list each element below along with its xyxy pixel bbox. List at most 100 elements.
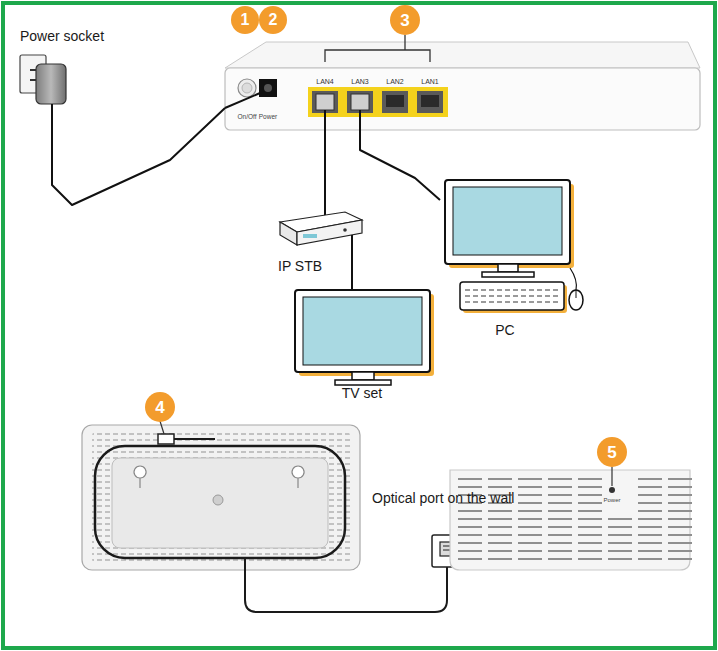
router-front-drawing-part: [608, 534, 632, 536]
power-socket-drawing-part: [30, 69, 36, 71]
router-front-drawing-part: [518, 518, 542, 520]
router-bottom-drawing-part: [160, 421, 164, 434]
cable-connector: [351, 277, 353, 285]
pc-drawing-part: [453, 187, 562, 255]
pc-drawing-part: [569, 290, 583, 310]
router-front-drawing-part: [668, 558, 692, 560]
pc-drawing-part: [482, 272, 534, 277]
callout-bracket-part: [325, 50, 430, 62]
router-rear-drawing-part: [225, 93, 260, 108]
router-front-drawing-part: [638, 542, 662, 544]
router-front-drawing-part: [458, 478, 482, 480]
router-front-drawing-part: [638, 486, 662, 488]
router-front-drawing-part: [458, 518, 482, 520]
router-front-drawing-part: [548, 518, 572, 520]
router-rear-drawing-part: [351, 94, 369, 110]
router-rear-drawing-part: [324, 110, 326, 130]
router-front-drawing-part: [668, 542, 692, 544]
set-top-box-drawing-part: [343, 228, 347, 232]
callout-bracket-part: [404, 35, 405, 50]
router-front-drawing-part: [638, 558, 662, 560]
router-front-drawing-part: [608, 558, 632, 560]
callout-circles-part: [145, 392, 175, 422]
router-rear-drawing-part: [421, 95, 439, 107]
router-front-drawing-part: [548, 542, 572, 544]
tv-set-drawing: [295, 285, 434, 385]
cable-connector: [360, 130, 440, 200]
router-front-drawing-part: [458, 510, 482, 512]
callout-circles-part: [259, 6, 287, 34]
router-front-drawing-part: [548, 510, 572, 512]
router-front-drawing-part: [548, 502, 572, 504]
router-bottom-drawing-part: [95, 446, 345, 558]
router-front-drawing-part: [608, 542, 632, 544]
router-front-drawing-part: [488, 558, 512, 560]
router-front-drawing-part: [578, 494, 602, 496]
tv-set-drawing-part: [335, 380, 391, 385]
router-front-drawing-part: [548, 486, 572, 488]
router-front-drawing-part: [458, 534, 482, 536]
cable-connector: [52, 108, 225, 205]
set-top-box-drawing-part: [280, 222, 297, 245]
router-front-drawing-part: [578, 486, 602, 488]
router-front-drawing-part: [518, 526, 542, 528]
set-top-box-drawing-part: [303, 234, 317, 238]
router-rear-drawing: [225, 42, 700, 130]
router-front-drawing-part: [458, 526, 482, 528]
router-front-drawing-part: [518, 478, 542, 480]
router-rear-drawing-part: [312, 91, 338, 113]
set-top-box-drawing-part: [324, 205, 326, 216]
power-socket-drawing: [20, 55, 66, 118]
callout-bracket: [325, 35, 430, 62]
router-bottom-drawing-part: [82, 425, 360, 570]
callout-number: 5: [607, 444, 616, 461]
port-label: LAN2: [386, 78, 404, 86]
router-front-drawing-part: [638, 502, 662, 504]
router-rear-drawing-part: [386, 95, 404, 107]
device-label: Power socket: [20, 28, 104, 44]
router-bottom-drawing: [82, 421, 447, 612]
router-front-drawing-part: [518, 510, 542, 512]
router-front-drawing-part: [668, 534, 692, 536]
router-front-drawing-part: [611, 467, 612, 486]
pc-drawing-part: [576, 290, 577, 298]
router-front-drawing-part: [608, 518, 632, 520]
router-rear-panel: On/OffPowerLAN4LAN3LAN2LAN1: [225, 68, 700, 130]
router-front-drawing-part: [668, 518, 692, 520]
pc-drawing-part: [570, 268, 576, 290]
router-rear-drawing-part: [238, 79, 256, 97]
power-socket-drawing-part: [30, 79, 36, 81]
port-label: Power: [259, 113, 277, 120]
callout-number: 3: [400, 12, 409, 29]
router-front-drawing-part: [450, 470, 690, 570]
router-front-drawing-part: [548, 558, 572, 560]
router-rear-drawing-part: [225, 42, 700, 68]
device-label: PC: [495, 322, 514, 338]
router-rear-drawing-part: [417, 91, 443, 113]
device-label: Optical port on the wall: [372, 490, 514, 506]
router-front-drawing-part: [578, 502, 602, 504]
cable-connector: [324, 130, 326, 205]
router-rear-drawing-part: [316, 94, 334, 110]
router-front-drawing-part: [488, 534, 512, 536]
router-rear-drawing-part: [242, 83, 252, 93]
device-label: IP STB: [278, 258, 322, 274]
router-front-drawing-part: [488, 526, 512, 528]
router-front-drawing-part: [518, 502, 542, 504]
callout-number: 1: [241, 12, 250, 28]
port-label: LAN1: [421, 78, 439, 86]
callout-circles-part: [390, 5, 420, 35]
router-front-drawing-part: [488, 510, 512, 512]
tv-set: TV set: [290, 285, 435, 410]
router-front-drawing-part: [668, 486, 692, 488]
router-bottom-drawing-part: [158, 434, 174, 444]
router-bottom-drawing-part: [245, 558, 447, 612]
callout-circles-part: [597, 437, 627, 467]
set-top-box-drawing-part: [351, 235, 353, 277]
router-front-drawing-part: [608, 526, 632, 528]
router-rear-drawing-part: [347, 91, 373, 113]
tv-set-drawing-part: [352, 372, 374, 380]
router-front-drawing-part: [638, 526, 662, 528]
